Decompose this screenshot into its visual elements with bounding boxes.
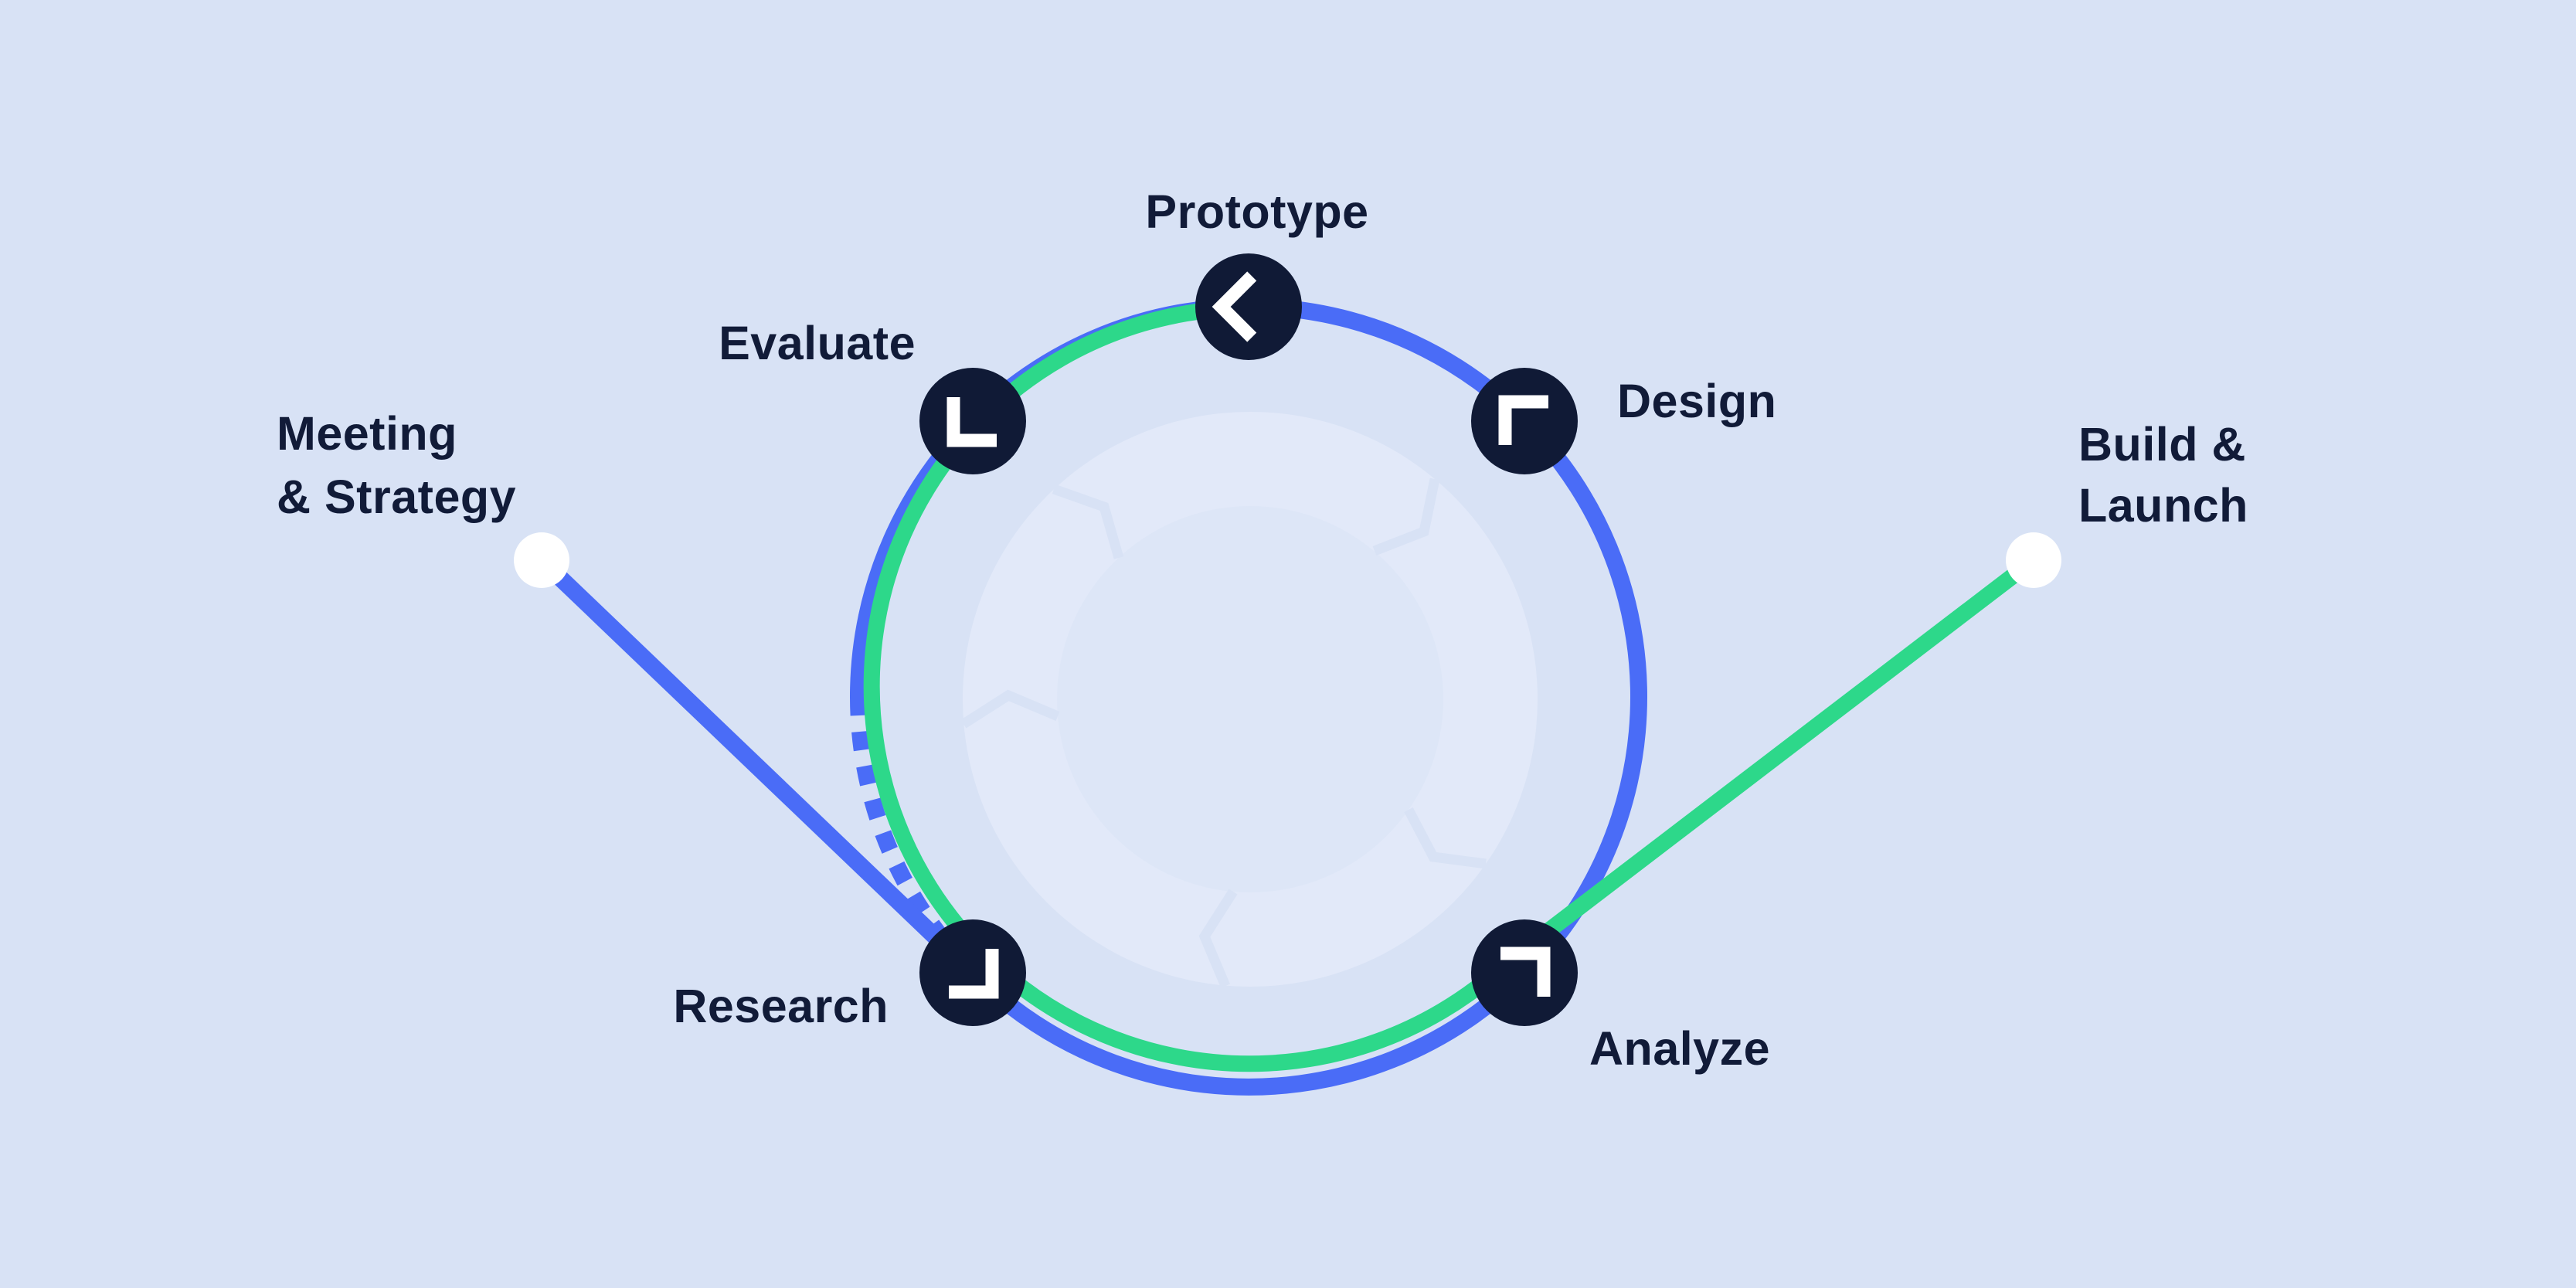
corner-arrow-icon [949, 949, 999, 999]
node-circle [1471, 919, 1578, 1026]
node-circle [1471, 368, 1578, 474]
meeting-connector-line [535, 554, 979, 979]
node-prototype [1195, 253, 1302, 360]
node-research [919, 919, 1026, 1026]
corner-arrow-icon [1212, 271, 1257, 342]
corner-arrow-icon [1500, 946, 1551, 997]
node-analyze [1471, 919, 1578, 1026]
build-endpoint-dot [2006, 532, 2061, 588]
label-meeting-line2: & Strategy [277, 471, 516, 523]
watermark-chevron-icon [960, 689, 1060, 729]
label-build-line2: Launch [2078, 479, 2248, 532]
label-research: Research [673, 980, 889, 1032]
label-evaluate: Evaluate [719, 317, 916, 369]
watermark-chevron-icon [1404, 807, 1487, 869]
corner-arrow-icon [1498, 395, 1548, 445]
meeting-endpoint-dot [514, 532, 569, 588]
node-circle [919, 368, 1026, 474]
node-design [1471, 368, 1578, 474]
watermark-chevron-icon [1372, 477, 1440, 556]
watermark-chevron-icon [1052, 484, 1124, 559]
corner-arrow-icon [946, 397, 997, 447]
label-meeting-strategy: Meeting & Strategy [277, 407, 516, 523]
node-circle [919, 919, 1026, 1026]
label-design: Design [1617, 375, 1776, 427]
watermark-chevron-icon [1198, 889, 1238, 988]
cycle-arrows-watermark [960, 412, 1538, 988]
label-meeting-line1: Meeting [277, 407, 457, 460]
watermark-chevron-separators [960, 477, 1487, 988]
label-analyze: Analyze [1589, 1022, 1770, 1075]
label-prototype: Prototype [1145, 185, 1368, 238]
cycle-ring-dashed-segment [850, 696, 979, 979]
watermark-inner-disc [1057, 506, 1443, 892]
node-evaluate [919, 368, 1026, 474]
label-build-line1: Build & [2078, 418, 2246, 471]
node-circle [1195, 253, 1302, 360]
label-build-launch: Build & Launch [2078, 418, 2248, 532]
